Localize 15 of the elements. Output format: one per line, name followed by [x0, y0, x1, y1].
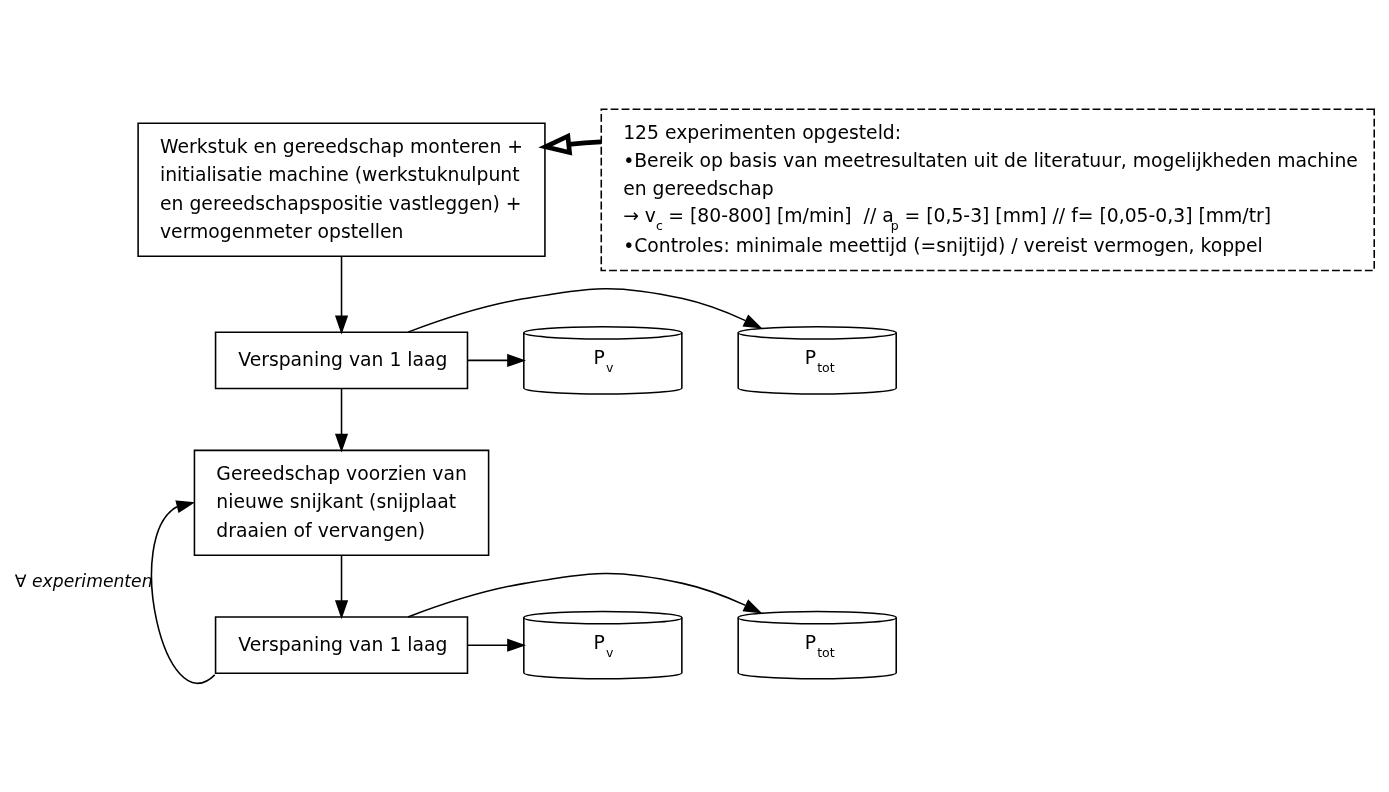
node-box: Verspaning van 1 laag [214, 615, 469, 674]
node-box: Verspaning van 1 laag [214, 330, 469, 389]
arrow [334, 554, 349, 619]
arrow [334, 255, 349, 334]
edge-label: ∀ experimenten [14, 570, 153, 591]
node-box: Gereedschap voorzien van nieuwe snijkant (snijplaat draaien of vervangen) [193, 449, 490, 556]
node-box: 125 experimenten opgesteld: •Bereik op basis van meetresultaten uit de literatuur, mogelijkheden machine en gereedschap → v$_{c}$ = [80-800] [m/min] // a$_{p}$ = [0,5-3] [mm] // f= [0,05-0,3] [mm/tr] •Controles: minimale meettijd (=snijtijd) / vereist vermogen, koppel [600, 108, 1375, 271]
arrow [407, 287, 763, 333]
arrow [334, 387, 349, 453]
arrow [466, 353, 526, 367]
arrow [150, 499, 216, 683]
node-box: Werkstuk en gereedschap monteren + initialisatie machine (werkstuknulpunt en gereedschapspositie vastleggen) + vermogenmeter opstellen [137, 122, 546, 257]
arrow [466, 638, 526, 652]
arrow [407, 572, 763, 618]
arrow [538, 132, 602, 156]
